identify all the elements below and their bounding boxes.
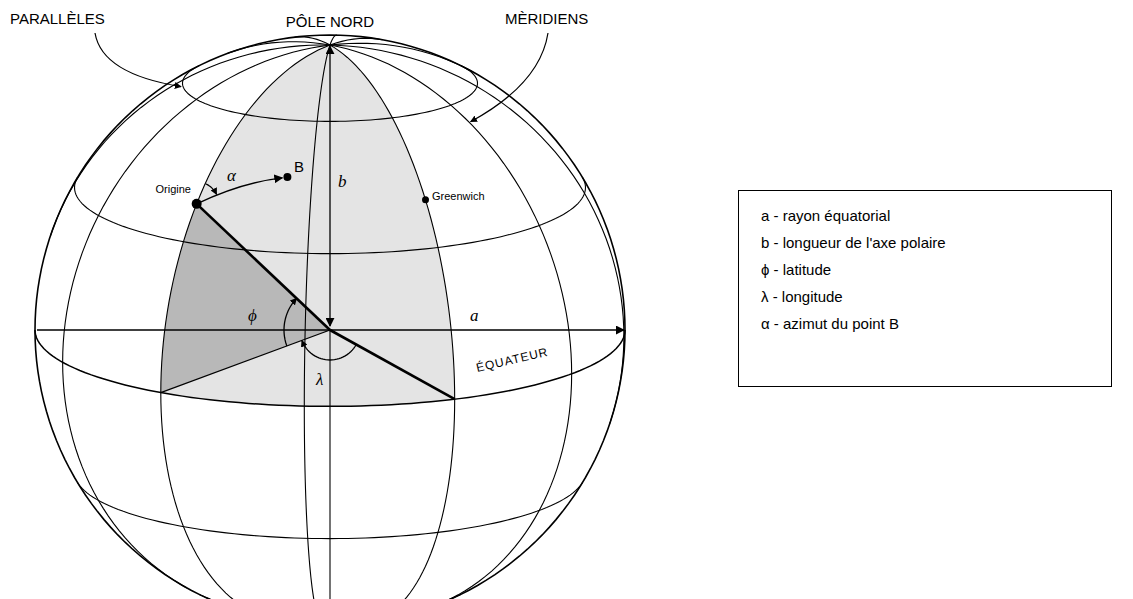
latitude-symbol: ϕ	[248, 306, 257, 326]
legend-entry: b - longueur de l'axe polaire	[761, 234, 1089, 252]
legend-box: a - rayon équatorial b - longueur de l'ax…	[738, 190, 1112, 387]
latitude-ray	[197, 204, 330, 330]
point-b-dot	[283, 173, 291, 181]
meridians-label: MÈRIDIENS	[505, 10, 588, 27]
parallels-label: PARALLÈLES	[10, 10, 105, 27]
azimuth-direction-arrow	[197, 178, 283, 204]
origin-meridian-ray	[161, 330, 330, 393]
azimuth-symbol: α	[227, 166, 236, 186]
legend-entry: a - rayon équatorial	[761, 207, 1089, 225]
legend-entry: ϕ - latitude	[761, 261, 1089, 279]
point-b-label: B	[294, 158, 304, 175]
legend-entry: λ - longitude	[761, 288, 1089, 306]
meridian-line	[330, 43, 473, 72]
north-pole-label: PÔLE NORD	[286, 13, 374, 30]
meridian-line	[330, 45, 572, 599]
polar-axis-lower	[329, 330, 330, 599]
meridian-line	[304, 45, 330, 599]
equatorial-diameter	[37, 329, 330, 330]
meridians-leader	[471, 33, 548, 122]
greenwich-ray	[330, 330, 455, 399]
origin-label: Origine	[156, 183, 191, 196]
meridian-line	[330, 45, 624, 424]
greenwich-label: Greenwich	[432, 190, 485, 203]
longitude-angle-arc	[302, 340, 356, 360]
globe-outline	[35, 35, 625, 599]
parallels-leader	[95, 33, 181, 87]
legend-entry: α - azimut du point B	[761, 315, 1089, 333]
equator-label: ÉQUATEUR	[475, 346, 550, 376]
azimuth-angle-arc	[206, 184, 217, 195]
polar-axis-symbol: b	[338, 172, 347, 192]
meridian-line	[330, 38, 383, 45]
equatorial-radius-symbol: a	[470, 306, 479, 326]
origin-dot	[192, 199, 202, 209]
meridian-line	[51, 45, 330, 236]
longitude-symbol: λ	[316, 370, 323, 390]
equatorial-radius-arrow	[330, 329, 624, 330]
polar-axis-arrow	[329, 46, 330, 326]
meridian-line	[63, 45, 330, 588]
meridian-line	[330, 45, 455, 599]
meridian-zone-shading	[161, 45, 455, 406]
greenwich-dot	[422, 196, 429, 203]
meridian-line	[330, 35, 337, 45]
meridian-line	[161, 45, 330, 599]
latitude-angle-arc	[284, 298, 297, 346]
